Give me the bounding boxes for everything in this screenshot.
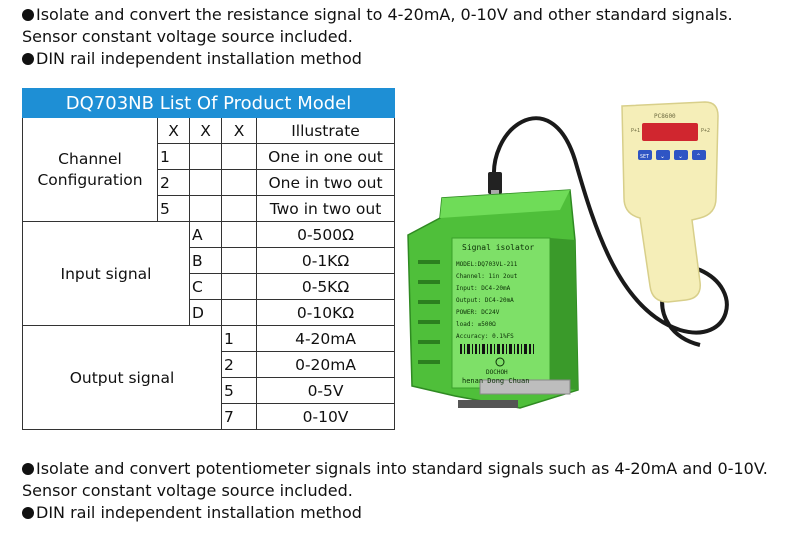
handheld-programmer: PC8600 P+1 P+2 SET ⌄ ⌄ ⌃	[621, 101, 719, 303]
output-code: 5	[221, 377, 257, 404]
barcode-icon	[460, 344, 534, 354]
output-desc: 0-5V	[255, 377, 396, 404]
input-code: D	[189, 299, 222, 326]
up-key	[656, 150, 670, 160]
header-x1: X	[157, 117, 190, 144]
input-code: C	[189, 273, 222, 300]
channel-code: 2	[157, 169, 190, 196]
top-bullet-1: Isolate and convert the resistance signa…	[22, 4, 733, 26]
table-row: 5 Two in two out	[23, 195, 396, 222]
input-desc: 0-10KΩ	[255, 299, 396, 326]
bottom-bullet-1-text: Isolate and convert potentiometer signal…	[36, 459, 768, 478]
input-code: A	[189, 221, 222, 248]
channel-desc: One in two out	[255, 169, 396, 196]
bottom-bullet-2: DIN rail independent installation method	[22, 502, 768, 524]
top-bullet-2-text: DIN rail independent installation method	[36, 49, 362, 68]
table-row: Input signal A 0-500Ω	[22, 221, 396, 326]
table-row: 2 One in two out	[23, 169, 396, 196]
module-channel: Channel: 1in 2out	[456, 273, 518, 280]
module-load: load: ≤500Ω	[456, 321, 496, 328]
signal-isolator-module: Signal isolator MODEL:DQ703VL-211 Channe…	[407, 189, 579, 409]
header-illustrate: Illustrate	[255, 117, 396, 144]
top-bullet-1-text: Isolate and convert the resistance signa…	[36, 5, 733, 24]
table-row: 7 0-10V	[23, 403, 396, 430]
product-photo: Signal isolator MODEL:DQ703VL-211 Channe…	[400, 90, 800, 450]
channel-code: 5	[157, 195, 190, 222]
bullet-dot-icon	[22, 507, 34, 519]
bottom-bullet-2-text: DIN rail independent installation method	[36, 503, 362, 522]
module-maker: henan Dong Chuan	[462, 377, 529, 385]
module-accuracy: Accuracy: 0.1%FS	[456, 333, 514, 340]
top-bullet-2: DIN rail independent installation method	[22, 48, 733, 70]
chevron-down-icon: ⌄	[660, 153, 665, 160]
chevron-up-icon: ⌃	[696, 153, 701, 160]
module-power: POWER: DC24V	[456, 309, 500, 316]
module-title: Signal isolator	[462, 243, 534, 252]
enter-key	[692, 150, 706, 160]
table-row: 1 One in one out	[23, 143, 396, 170]
bullet-dot-icon	[22, 53, 34, 65]
input-desc: 0-1KΩ	[255, 247, 396, 274]
module-brand: DOCHOH	[486, 369, 508, 376]
bottom-bullet-1: Isolate and convert potentiometer signal…	[22, 458, 768, 480]
output-code: 1	[221, 325, 257, 352]
channel-desc: Two in two out	[255, 195, 396, 222]
handheld-left-label: P+1	[631, 128, 640, 134]
output-desc: 4-20mA	[255, 325, 396, 352]
input-code: B	[189, 247, 222, 274]
bottom-line-2: Sensor constant voltage source included.	[22, 481, 353, 500]
handheld-brand: PC8600	[654, 113, 676, 120]
bottom-description: Isolate and convert potentiometer signal…	[22, 458, 768, 524]
output-code: 7	[221, 403, 257, 430]
input-desc: 0-5KΩ	[255, 273, 396, 300]
header-x2: X	[189, 117, 222, 144]
table-title: DQ703NB List Of Product Model	[21, 88, 396, 118]
output-code: 2	[221, 351, 257, 378]
input-signal-label: Input signal	[22, 221, 190, 326]
channel-desc: One in one out	[255, 143, 396, 170]
set-key-label: SET	[640, 154, 649, 160]
product-illustration: Signal isolator MODEL:DQ703VL-211 Channe…	[407, 101, 729, 409]
header-x3: X	[221, 117, 257, 144]
table-row: Output signal 1 4-20mA	[22, 325, 396, 430]
chevron-down-icon: ⌄	[678, 153, 683, 160]
output-desc: 0-10V	[255, 403, 396, 430]
brand-logo-icon	[495, 357, 505, 367]
input-desc: 0-500Ω	[255, 221, 396, 248]
module-input: Input: DC4-20mA	[456, 285, 511, 292]
set-key	[638, 150, 652, 160]
handheld-right-label: P+2	[701, 128, 710, 134]
module-output: Output: DC4-20mA	[456, 297, 514, 304]
module-model: MODEL:DQ703VL-211	[456, 261, 518, 268]
bullet-dot-icon	[22, 9, 34, 21]
table-row: B 0-1KΩ	[23, 247, 396, 274]
channel-code: 1	[157, 143, 190, 170]
top-line-2: Sensor constant voltage source included.	[22, 27, 353, 46]
output-desc: 0-20mA	[255, 351, 396, 378]
top-description: Isolate and convert the resistance signa…	[22, 4, 733, 70]
handheld-display	[642, 123, 698, 141]
bullet-dot-icon	[22, 463, 34, 475]
usb-plug-icon	[488, 172, 502, 194]
down-key	[674, 150, 688, 160]
output-signal-label: Output signal	[22, 325, 222, 430]
